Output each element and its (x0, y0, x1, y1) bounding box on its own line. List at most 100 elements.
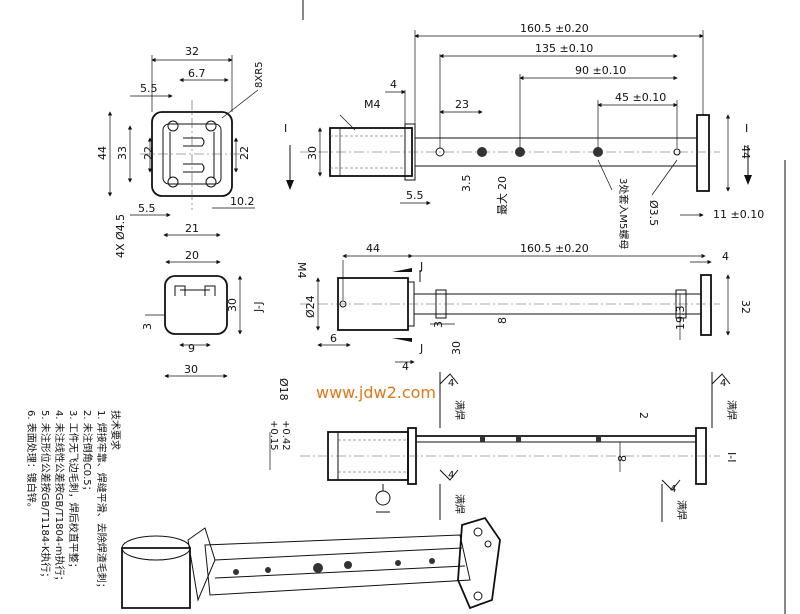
end-plate (696, 114, 710, 192)
main-view-front: M4 44 160.5 ±0.20 4 J J Ø24 6 3 8 19.3 3… (295, 242, 752, 373)
end-slot-profile (183, 137, 205, 173)
dim-height-33: 33 (116, 146, 129, 160)
dim-height-44: 44 (96, 146, 109, 160)
dim-8-section: 8 (616, 455, 629, 462)
weld-size-3: 4 (720, 378, 726, 389)
dim-rounded-corners: 8XR5 (254, 61, 265, 88)
dim-jj-20: 20 (185, 249, 199, 262)
dim-21: 21 (185, 222, 199, 235)
tolerance-lower: +0.15 (268, 420, 279, 451)
section-j-bottom: J (419, 342, 423, 355)
dim-22-left: 22 (142, 146, 155, 160)
end-plate-side (700, 274, 712, 336)
mount-hole-tl (167, 120, 179, 132)
notes-title: 技术要求 (109, 410, 122, 450)
section-label-ii: I-I (725, 452, 738, 462)
section-mark-i-right: I (745, 122, 748, 135)
weld-symbol-1 (439, 372, 459, 428)
iso-rail (204, 534, 471, 596)
dim-jj-30-w: 30 (184, 363, 198, 376)
dim-30-side: 30 (450, 341, 463, 355)
weld-text-3: 满焊 (725, 400, 737, 420)
dim-hole-callout: 4X Ø4.5 (114, 214, 127, 258)
iso-tube-top (121, 535, 191, 561)
weld-symbol-4 (661, 479, 681, 522)
dim-44-right: 44 (739, 145, 752, 159)
nut-2 (515, 147, 525, 157)
dim-90: 90 ±0.10 (575, 64, 626, 77)
dim-44-side: 44 (366, 242, 380, 255)
mount-hole-tr (205, 120, 217, 132)
dim-dia-18: Ø18 (277, 378, 290, 401)
dim-3-5: 3.5 (460, 175, 473, 193)
dim-11: 11 ±0.10 (713, 208, 764, 221)
label-m4-top: M4 (364, 98, 381, 111)
note-6: 6. 表面处理：镀白锌。 (25, 410, 38, 513)
dim-20: 20 (496, 176, 509, 190)
dim-8-side: 8 (496, 317, 509, 324)
dim-jj-30-h: 30 (226, 298, 239, 312)
tolerance-upper: +0.42 (280, 420, 291, 451)
dim-19-3: 19.3 (674, 306, 687, 331)
mount-hole-br (205, 176, 217, 188)
nut-1 (477, 147, 487, 157)
dim-4-side: 4 (722, 250, 729, 263)
dim-5-5-top: 5.5 (140, 82, 158, 95)
section-i-i: Ø18 +0.42 +0.15 4 满焊 4 满焊 4 满焊 4 满焊 2 8 … (268, 372, 738, 522)
watermark: www.jdw2.com (316, 383, 436, 402)
iso-tube (121, 547, 191, 609)
dim-5-5-bottom: 5.5 (138, 202, 156, 215)
weld-size-4: 4 (670, 484, 676, 495)
jj-channel (174, 285, 216, 296)
dim-dia-24: Ø24 (304, 295, 317, 318)
dim-6: 6 (330, 332, 337, 345)
jj-tube-outline (164, 275, 228, 335)
hole-3-5 (673, 148, 681, 156)
dim-32: 32 (739, 300, 752, 314)
weld-symbol-2 (439, 469, 459, 520)
main-view-top: 160.5 ±0.20 135 ±0.10 90 ±0.10 45 ±0.10 … (284, 22, 764, 249)
dim-45: 45 ±0.10 (615, 91, 666, 104)
dim-160-5-side: 160.5 ±0.20 (520, 242, 589, 255)
end-view: 32 6.7 5.5 8XR5 44 33 22 22 5.5 10.2 4X … (96, 45, 265, 258)
weld-symbol-3 (711, 372, 731, 428)
dim-135: 135 ±0.10 (535, 42, 593, 55)
label-max: 最大 (495, 193, 509, 215)
section-mark-i-left: I (284, 122, 287, 135)
dim-4-bottom: 4 (402, 360, 409, 373)
note-2: 2. 未注倒角C0.5； (81, 410, 94, 496)
dim-jj-9: 9 (188, 342, 195, 355)
note-5: 5. 未注形位公差按GB/T1184-K执行； (39, 410, 52, 582)
end-slot-lines (169, 132, 215, 178)
dim-160-5: 160.5 ±0.20 (520, 22, 589, 35)
note-3: 3. 工件无飞边毛刺，焊后校直平整； (67, 410, 80, 573)
iso-flange-left (187, 527, 216, 602)
weld-size-2: 4 (448, 470, 454, 481)
dim-5-5-main: 5.5 (406, 189, 424, 202)
section-j-top: J (419, 260, 423, 273)
note-4: 4. 未注线性公差按GB/T1804-m执行； (53, 410, 66, 586)
dim-6-7: 6.7 (188, 67, 206, 80)
dim-3-side: 3 (432, 321, 445, 328)
isometric-view (121, 516, 501, 610)
dim-4-top: 4 (390, 78, 397, 91)
dim-22-right: 22 (238, 146, 251, 160)
weld-text-4: 满焊 (675, 500, 687, 520)
dim-10-2: 10.2 (230, 195, 255, 208)
datum-circle (375, 490, 391, 506)
weld-text-1: 满焊 (453, 400, 465, 420)
dim-2: 2 (637, 412, 650, 419)
dim-jj-3: 3 (141, 323, 154, 330)
section-label-jj: J-J (252, 301, 265, 313)
technical-notes: 技术要求 1. 焊接牢靠、焊缝平滑、去除焊渣毛刺； 2. 未注倒角C0.5； 3… (25, 410, 122, 593)
dim-23: 23 (455, 98, 469, 111)
label-m4-side: M4 (295, 262, 308, 279)
weld-size-1: 4 (448, 378, 454, 389)
section-j-j: 20 3 30 J-J 9 30 (141, 249, 265, 379)
weld-text-2: 满焊 (453, 494, 465, 514)
note-1: 1. 焊接牢靠、焊缝平滑、去除焊渣毛刺； (95, 410, 108, 593)
dim-30-tube: 30 (306, 146, 319, 160)
tube-bore (330, 135, 405, 169)
nut-3 (593, 147, 603, 157)
